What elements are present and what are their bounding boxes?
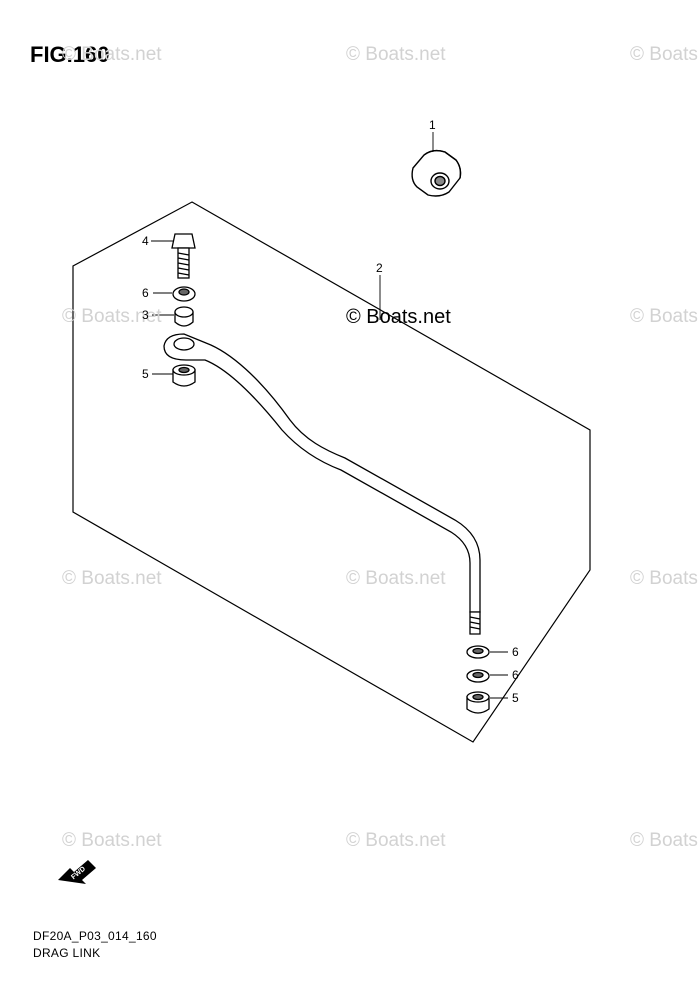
part-4-bolt-drawing: [171, 233, 196, 279]
callout-part-5[interactable]: 5: [512, 691, 519, 705]
watermark: © Boats.net: [630, 44, 698, 65]
diagram-code: DF20A_P03_014_160: [33, 929, 157, 943]
watermark: © Boats.net: [62, 306, 162, 327]
assembly-box: [72, 201, 591, 743]
part-6-washer-drawing-lower-1: [466, 645, 490, 659]
diagram-caption: DRAG LINK: [33, 946, 101, 960]
callout-part-4[interactable]: 4: [142, 234, 149, 248]
callout-part-6[interactable]: 6: [142, 286, 149, 300]
watermark: © Boats.net: [346, 44, 446, 65]
watermark: © Boats.net: [62, 44, 162, 65]
part-6-washer-drawing-upper: [172, 286, 196, 302]
part-1-nut-drawing: [411, 149, 462, 197]
part-2-drag-link-drawing: [163, 333, 481, 635]
watermark: © Boats.net: [62, 830, 162, 851]
watermark: © Boats.net: [346, 568, 446, 589]
watermark: © Boats.net: [62, 568, 162, 589]
figure-title: FIG.160: [30, 42, 110, 67]
part-5-nut-drawing-upper: [172, 364, 196, 387]
callout-part-6[interactable]: 6: [512, 668, 519, 682]
callout-part-3[interactable]: 3: [142, 308, 149, 322]
watermark: © Boats.net: [630, 306, 698, 327]
callout-part-6[interactable]: 6: [512, 645, 519, 659]
watermark: © Boats.net: [630, 568, 698, 589]
callout-part-2[interactable]: 2: [376, 261, 383, 275]
part-6-washer-drawing-lower-2: [466, 669, 490, 683]
callout-part-5[interactable]: 5: [142, 367, 149, 381]
watermark-featured: © Boats.net: [346, 306, 451, 328]
watermark: © Boats.net: [346, 830, 446, 851]
part-5-nut-drawing-lower: [466, 691, 490, 714]
part-3-collar-drawing: [174, 306, 194, 327]
watermark: © Boats.net: [630, 830, 698, 851]
callout-part-1[interactable]: 1: [429, 118, 436, 132]
forward-arrow-icon: FWD: [58, 860, 96, 884]
leader-lines: [151, 132, 508, 699]
